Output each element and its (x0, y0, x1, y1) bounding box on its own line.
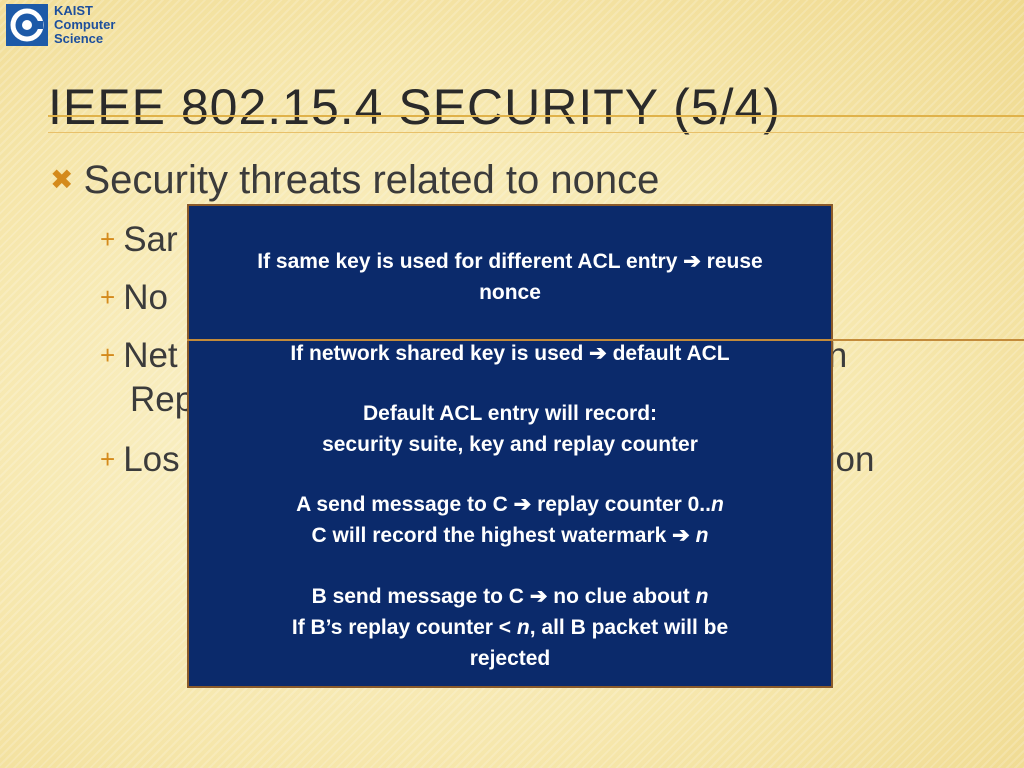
sub-bullet-2-text: No (123, 278, 168, 317)
arrow-right-icon: ➔ (589, 342, 607, 365)
callout-box: If same key is used for different ACL en… (187, 204, 833, 688)
callout-line-8-text: B send message to C (311, 585, 524, 608)
logo-line-2: Computer (54, 17, 116, 32)
callout-line-2: nonce (479, 281, 541, 304)
divider-line (187, 339, 1024, 341)
callout-line-6-after: replay counter 0.. (531, 493, 711, 516)
callout-line-3-text: If network shared key is used (290, 342, 584, 365)
callout-line-4: Default ACL entry will record: (362, 402, 658, 425)
plus-bullet-icon: + (100, 224, 116, 254)
logo-text: KAIST Computer Science (54, 4, 115, 46)
logo-line-1: KAIST (54, 3, 93, 18)
callout-line-6-text: A send message to C (296, 493, 508, 516)
arrow-right-icon: ➔ (529, 585, 548, 608)
kaist-logo-icon (6, 4, 48, 46)
callout-line-7: C will record the highest watermark ➔ n (189, 520, 831, 551)
title-rule-thin (48, 132, 1024, 133)
sub-bullet-4-text: Los (123, 440, 180, 479)
sub-bullet-2: +No (100, 278, 168, 318)
kaist-logo: KAIST Computer Science (6, 4, 115, 46)
plus-bullet-icon: + (100, 282, 116, 312)
callout-line-9-after: , all B packet will be (529, 616, 729, 639)
callout-line-9-n: n (516, 616, 530, 639)
arrow-right-icon: ➔ (683, 250, 701, 273)
sub-bullet-3-continuation: Rep (130, 380, 195, 419)
arrow-right-icon: ➔ (672, 524, 690, 547)
callout-line-6-n: n (710, 493, 724, 516)
callout-line-10: rejected (469, 647, 551, 670)
plus-bullet-icon: + (100, 340, 116, 370)
callout-line-1: If same key is used for different ACL en… (189, 246, 831, 277)
callout-line-8: B send message to C ➔ no clue about n (189, 581, 831, 612)
callout-line-9-text: If B’s replay counter < (291, 616, 517, 639)
sub-bullet-3-text: Net (123, 336, 178, 375)
callout-line-3-after: default ACL (606, 342, 730, 365)
sub-bullet-1: +Sar (100, 220, 178, 260)
x-bullet-icon: ✖ (50, 164, 74, 195)
callout-line-5: security suite, key and replay counter (322, 433, 698, 456)
callout-line-1-after: reuse (700, 250, 763, 273)
sub-bullet-3: +Net (100, 336, 178, 376)
sub-bullet-1-text: Sar (123, 220, 178, 259)
callout-line-8-n: n (695, 585, 709, 608)
callout-line-7-text: C will record the highest watermark (311, 524, 667, 547)
callout-line-1-text: If same key is used for different ACL en… (257, 250, 678, 273)
arrow-right-icon: ➔ (513, 493, 532, 516)
callout-line-3: If network shared key is used ➔ default … (189, 338, 831, 369)
callout-line-6: A send message to C ➔ replay counter 0..… (189, 489, 831, 520)
callout-line-8-after: no clue about (547, 585, 696, 608)
logo-line-3: Science (54, 31, 104, 46)
callout-line-7-n: n (695, 524, 709, 547)
plus-bullet-icon: + (100, 444, 116, 474)
slide-title: IEEE 802.15.4 SECURITY (5/4) (48, 79, 781, 135)
main-bullet: ✖ Security threats related to nonce (50, 158, 659, 203)
sub-bullet-4: +Los (100, 440, 180, 480)
main-bullet-text: Security threats related to nonce (83, 158, 660, 202)
callout-line-9: If B’s replay counter < n, all B packet … (189, 612, 831, 643)
title-rule (48, 115, 1024, 117)
